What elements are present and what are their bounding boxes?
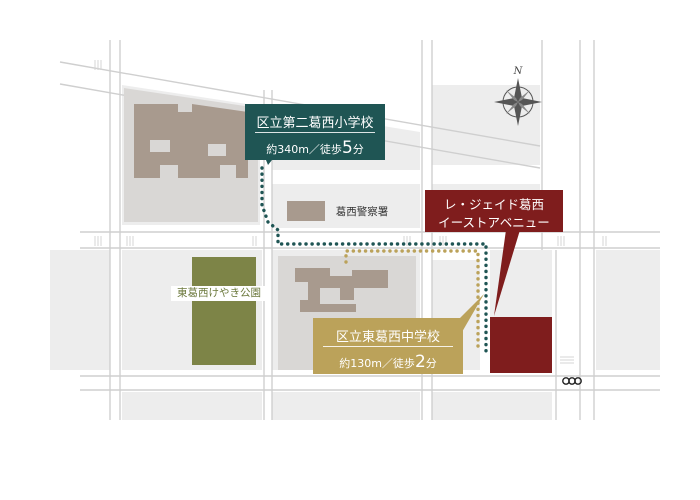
school1-distance: 約340m／徒歩5分 bbox=[245, 138, 385, 158]
school1-minutes-unit: 分 bbox=[352, 143, 364, 156]
school1-building bbox=[134, 104, 248, 178]
block-far-east bbox=[596, 250, 660, 370]
school1-name: 区立第二葛西小学校 bbox=[256, 116, 374, 131]
school2-minutes-unit: 分 bbox=[425, 357, 437, 370]
school2-name: 区立東葛西中学校 bbox=[335, 330, 440, 345]
school2-callout: 区立東葛西中学校 約130m／徒歩2分 bbox=[313, 318, 463, 374]
compass-rose: N bbox=[494, 66, 542, 126]
block-south-2 bbox=[272, 392, 420, 420]
police-station-label: 葛西警察署 bbox=[330, 204, 394, 220]
compass-north-letter: N bbox=[513, 66, 524, 77]
dest-pointer bbox=[494, 230, 520, 316]
block-south-3 bbox=[432, 392, 552, 420]
site-building bbox=[490, 317, 552, 373]
school2-distance: 約130m／徒歩2分 bbox=[313, 352, 463, 372]
school2-distance-prefix: 約130m／徒歩 bbox=[339, 357, 415, 370]
block-south-1 bbox=[122, 392, 262, 420]
route-to-school2 bbox=[344, 249, 480, 354]
school2-minutes: 2 bbox=[414, 352, 426, 372]
school1-divider bbox=[255, 132, 375, 133]
route-to-school1 bbox=[260, 166, 488, 354]
crosswalks bbox=[94, 60, 607, 364]
train-symbol bbox=[562, 377, 582, 385]
destination-callout: レ・ジェイド葛西 イーストアベニュー bbox=[425, 190, 563, 232]
destination-name-line2: イーストアベニュー bbox=[438, 215, 550, 230]
destination-name-line1: レ・ジェイド葛西 bbox=[443, 197, 544, 212]
school2-building bbox=[295, 268, 388, 312]
park-area bbox=[192, 257, 256, 365]
school1-callout: 区立第二葛西小学校 約340m／徒歩5分 bbox=[245, 104, 385, 160]
police-building bbox=[287, 201, 325, 221]
park-label: 東葛西けやき公園 bbox=[171, 286, 267, 301]
block-west bbox=[50, 250, 110, 370]
school1-distance-prefix: 約340m／徒歩 bbox=[266, 143, 342, 156]
school2-divider bbox=[323, 346, 453, 347]
school1-minutes: 5 bbox=[341, 138, 353, 158]
